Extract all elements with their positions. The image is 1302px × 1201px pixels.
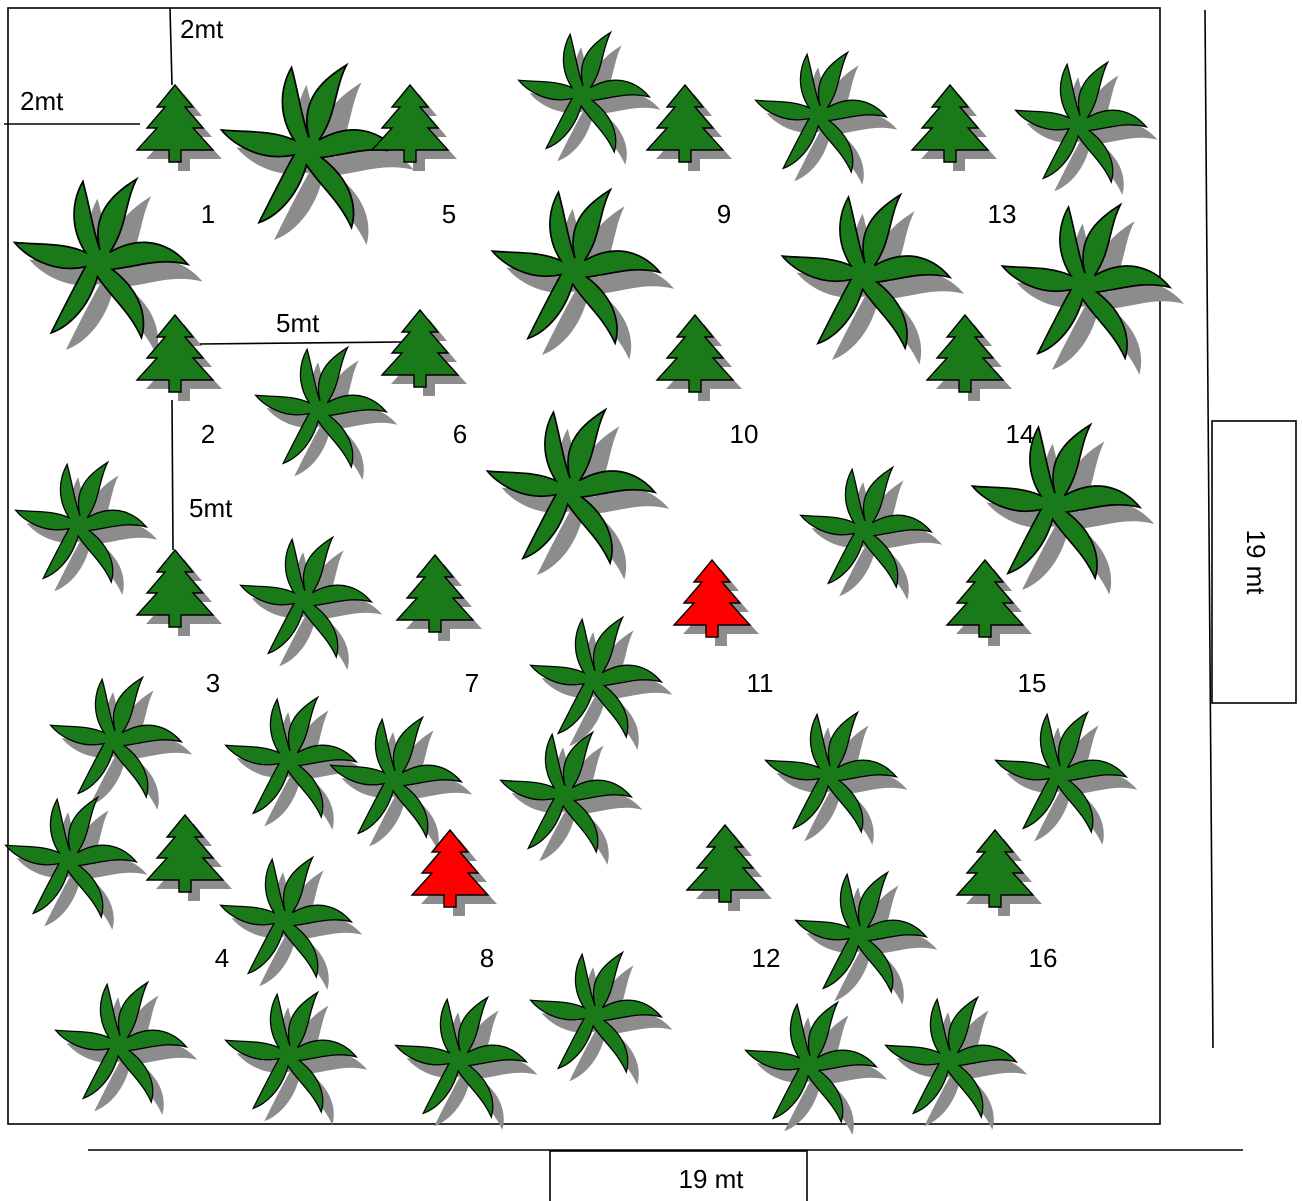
tree-number-label: 15 [1018, 668, 1047, 698]
pine-tree-icon [673, 559, 759, 646]
shrub-icon [529, 616, 673, 750]
pine-tree-icon [136, 84, 222, 171]
tree-number-label: 5 [442, 199, 456, 229]
tree-number-label: 12 [752, 943, 781, 973]
shrub-icon [254, 346, 398, 480]
shrub-icon [994, 711, 1138, 845]
pine-tree-icon [381, 309, 467, 396]
tree-number-label: 16 [1029, 943, 1058, 973]
tree-number-label: 2 [201, 419, 215, 449]
shrub-icon [219, 856, 363, 990]
left-offset-label: 2mt [20, 86, 64, 116]
shrub-icon [971, 423, 1155, 595]
pine-tree-icon [396, 554, 482, 641]
shrub-icon [781, 193, 965, 365]
pine-tree-icon [371, 84, 457, 171]
pine-tree-icon [656, 314, 742, 401]
shrub-icon [329, 716, 473, 850]
shrub-icon [884, 996, 1028, 1130]
pine-tree-icon [146, 814, 232, 901]
shrub-icon [744, 1001, 888, 1135]
bottom-dimension-box [549, 1150, 808, 1201]
shrub-icon [1014, 61, 1158, 195]
shrub-icon [1001, 203, 1185, 375]
vertical-spacing-label: 5mt [189, 493, 233, 523]
plot-boundary [7, 7, 1161, 1125]
top-offset-line [169, 7, 173, 86]
tree-number-label: 8 [480, 943, 494, 973]
tree-number-label: 6 [453, 419, 467, 449]
shrub-icon [491, 188, 675, 360]
right-dimension-line [1204, 9, 1214, 1049]
tree-number-label: 1 [201, 199, 215, 229]
tree-number-label: 4 [215, 943, 229, 973]
pine-tree-icon [956, 829, 1042, 916]
tree-number-label: 7 [465, 668, 479, 698]
shrub-icon [764, 711, 908, 845]
shrub-icon [499, 731, 643, 865]
shrub-icon [239, 536, 383, 670]
shrub-icon [754, 51, 898, 185]
shrub-icon [794, 871, 938, 1005]
tree-number-label: 11 [747, 668, 774, 698]
plot-height-label: 19 mt [1241, 529, 1271, 595]
shrub-icon [394, 996, 538, 1130]
shrub-icon [517, 31, 661, 165]
pine-tree-icon [946, 559, 1032, 646]
pine-tree-icon [646, 84, 732, 171]
shrub-icon [224, 696, 368, 830]
right-dimension-box [1211, 420, 1297, 704]
tree-number-label: 13 [988, 199, 1017, 229]
horizontal-spacing-line [199, 341, 403, 345]
tree-number-label: 10 [730, 419, 759, 449]
top-offset-label: 2mt [180, 14, 224, 44]
pine-tree-icon [926, 314, 1012, 401]
horizontal-spacing-label: 5mt [276, 308, 320, 338]
shrub-icon [799, 466, 943, 600]
plot-width-label: 19 mt [678, 1164, 744, 1194]
shrub-icon [224, 991, 368, 1125]
tree-number-label: 3 [206, 668, 220, 698]
pine-tree-icon [686, 824, 772, 911]
shrub-icon [486, 408, 670, 580]
pine-tree-icon [136, 549, 222, 636]
tree-number-label: 9 [717, 199, 731, 229]
tree-number-label: 14 [1006, 419, 1035, 449]
pine-tree-icon [411, 829, 497, 916]
shrub-icon [54, 981, 198, 1115]
shrub-icon [4, 796, 148, 930]
vertical-spacing-line [171, 399, 174, 551]
shrub-icon [529, 951, 673, 1085]
pine-tree-icon [911, 84, 997, 171]
shrub-icon [14, 461, 158, 595]
shrub-icon [49, 676, 193, 810]
